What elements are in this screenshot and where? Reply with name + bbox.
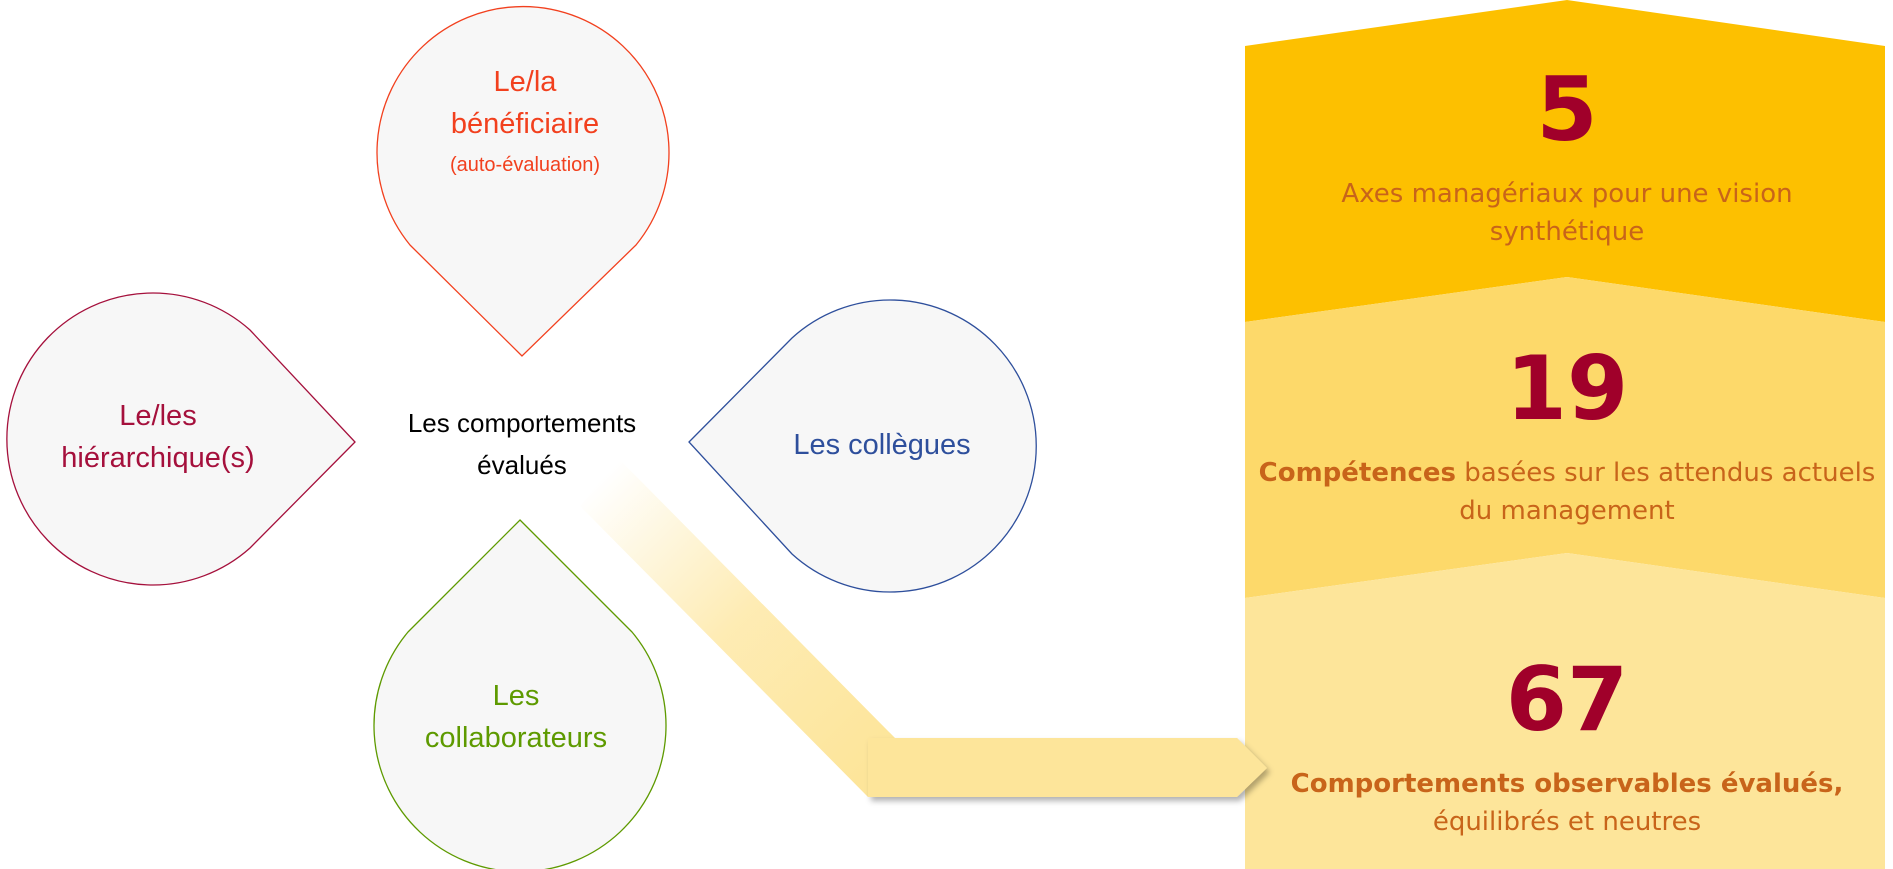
drop-bottom-line1: Les [492, 680, 540, 712]
stat-description: Comportements observables évalués, équil… [1291, 766, 1844, 841]
stat-desc-line2: synthétique [1489, 216, 1645, 247]
drop-right-label: Les collègues [793, 427, 970, 463]
drop-left-label: Le/les hiérarchique(s) [61, 398, 254, 477]
chevron-2-content: 19 Compétences basées sur les attendus a… [1259, 345, 1876, 530]
stat-desc-line2: équilibrés et neutres [1432, 806, 1702, 837]
drop-left [6, 292, 356, 586]
drop-right-line1: Les collègues [793, 429, 971, 461]
center-label: Les comportements évalués [408, 403, 636, 486]
connector-arrow-head [868, 738, 1267, 797]
stat-desc-line1: basées sur les attendus actuels [1456, 458, 1876, 488]
stat-number: 19 [1505, 337, 1629, 440]
center-line2: évalués [477, 449, 567, 480]
stat-number: 5 [1536, 58, 1598, 161]
stat-desc-line1: Axes managériaux pour une vision [1341, 179, 1793, 209]
drop-top-line1: Le/la [493, 66, 557, 98]
chevron-band-3 [1245, 553, 1885, 869]
chevron-3-content: 67 Comportements observables évalués, éq… [1291, 656, 1844, 841]
drop-bottom [373, 519, 667, 869]
stat-number: 67 [1505, 648, 1629, 751]
stat-desc-bold: Comportements observables évalués, [1290, 769, 1844, 799]
chevron-band-1 [1245, 0, 1885, 322]
stat-description: Axes managériaux pour une vision synthét… [1341, 176, 1792, 251]
drop-right [688, 299, 1037, 593]
drop-top-line2: bénéficiaire [450, 108, 600, 141]
drop-bottom-label: Les collaborateurs [425, 678, 607, 757]
drop-bottom-line2: collaborateurs [424, 722, 608, 755]
stat-description: Compétences basées sur les attendus actu… [1259, 455, 1876, 530]
drop-top-sub: (auto-évaluation) [449, 153, 601, 176]
stat-desc-line2: du management [1459, 495, 1675, 526]
drop-left-line1: Le/les [119, 400, 197, 432]
drop-left-line2: hiérarchique(s) [61, 442, 255, 475]
drop-top-label: Le/la bénéficiaire (auto-évaluation) [450, 64, 600, 178]
center-line1: Les comportements [407, 408, 637, 438]
chevron-1-content: 5 Axes managériaux pour une vision synth… [1341, 66, 1792, 251]
drop-top [376, 5, 670, 357]
stat-desc-bold: Compétences [1258, 458, 1457, 488]
chevron-band-2 [1245, 277, 1885, 598]
